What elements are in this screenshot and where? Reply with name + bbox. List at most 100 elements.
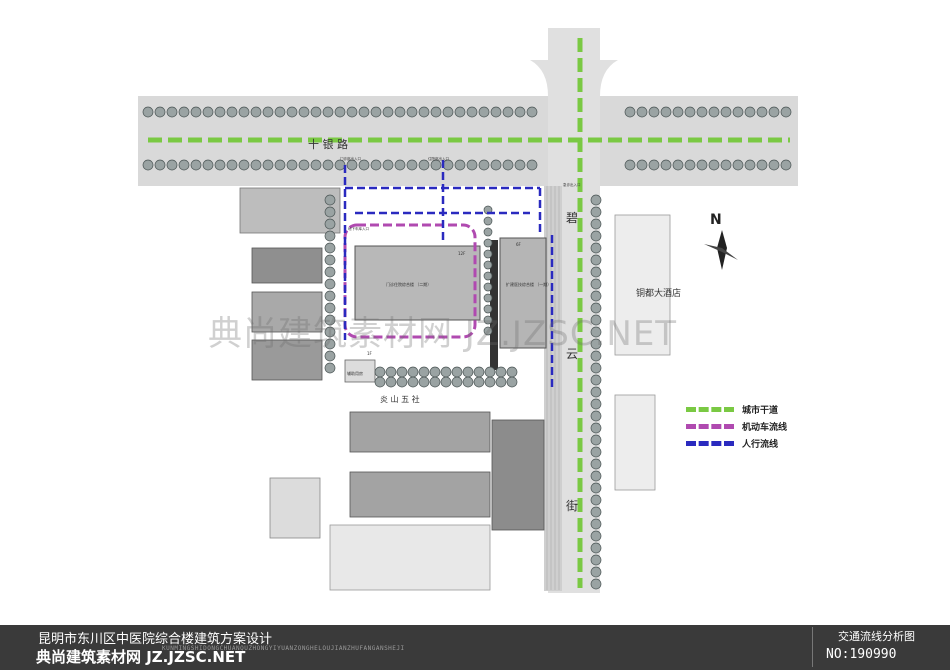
tree (590, 242, 602, 254)
tree (190, 159, 202, 171)
tree (502, 159, 514, 171)
entry-mid-label: 住院部出入口 (428, 156, 449, 161)
title-separator (812, 627, 813, 667)
aux-label: 辅助用房 (347, 370, 363, 376)
watermark: 典尚建筑素材网 JZ.JZSC.NET (208, 314, 678, 354)
drawing-title: 交通流线分析图 (838, 630, 915, 643)
tree (590, 494, 602, 506)
tree (385, 376, 397, 388)
tree (418, 376, 430, 388)
tree (590, 326, 602, 338)
tree (298, 159, 310, 171)
tree (454, 159, 466, 171)
tree (732, 159, 744, 171)
tree (418, 159, 430, 171)
tree (768, 106, 780, 118)
tree (466, 159, 478, 171)
tree (430, 159, 442, 171)
tree (286, 159, 298, 171)
tree (142, 159, 154, 171)
tree (358, 159, 370, 171)
site-plan: 十 银 路 碧 云 街 铜都大酒店 炎 山 五 社 N 辅助用房 12F 1F … (138, 28, 798, 593)
tree (142, 106, 154, 118)
tree (590, 434, 602, 446)
legend-label-pedestrian: 人行流线 (742, 439, 779, 450)
road-label-3: 街 (566, 499, 578, 513)
tree (154, 159, 166, 171)
tree (462, 376, 474, 388)
legend-label-vehicle: 机动车流线 (742, 422, 788, 433)
tree (483, 315, 493, 325)
tree (396, 366, 408, 378)
tree (590, 482, 602, 494)
tree (324, 338, 336, 350)
tree (324, 194, 336, 206)
tree (648, 106, 660, 118)
site-brand: 典尚建筑素材网 JZ.JZSC.NET (36, 648, 246, 666)
sidewalk-grid (546, 186, 560, 590)
tree (324, 326, 336, 338)
tree (590, 314, 602, 326)
tree (385, 366, 397, 378)
tree (672, 106, 684, 118)
tree (346, 106, 358, 118)
tree (324, 254, 336, 266)
tree (454, 106, 466, 118)
label-1f: 1F (367, 351, 373, 356)
tree (310, 159, 322, 171)
tree (324, 206, 336, 218)
tree (429, 376, 441, 388)
tree (226, 159, 238, 171)
tree (324, 314, 336, 326)
tree (334, 159, 346, 171)
tree (462, 366, 474, 378)
tree (324, 362, 336, 374)
tree (440, 366, 452, 378)
tree (526, 106, 538, 118)
tree (590, 350, 602, 362)
tree (590, 302, 602, 314)
tree (202, 106, 214, 118)
tree (346, 159, 358, 171)
tree (324, 278, 336, 290)
tree (483, 326, 493, 336)
tree (262, 159, 274, 171)
tree (382, 159, 394, 171)
tree (429, 366, 441, 378)
legend-label-arterial: 城市干道 (742, 405, 779, 416)
tree (590, 422, 602, 434)
tree (590, 386, 602, 398)
tree (672, 159, 684, 171)
tree (590, 410, 602, 422)
tree (590, 206, 602, 218)
tree (370, 106, 382, 118)
tree (324, 290, 336, 302)
tree (732, 106, 744, 118)
tree (324, 266, 336, 278)
tree (310, 106, 322, 118)
corridor (490, 240, 498, 370)
tree (780, 159, 792, 171)
hotel-label: 铜都大酒店 (636, 287, 681, 299)
legend-row-arterial: 城市干道 (686, 402, 806, 416)
tree (590, 530, 602, 542)
tree (720, 106, 732, 118)
tree (648, 159, 660, 171)
tree (374, 366, 386, 378)
tree (506, 366, 518, 378)
tree (484, 366, 496, 378)
tree (590, 218, 602, 230)
tree (274, 106, 286, 118)
tree (214, 159, 226, 171)
tree (590, 230, 602, 242)
tree (590, 542, 602, 554)
new-building-label: 扩建医技综合楼 （一期） (506, 281, 551, 287)
tree (495, 366, 507, 378)
tree (660, 106, 672, 118)
tree (406, 159, 418, 171)
tree (636, 159, 648, 171)
tree (358, 106, 370, 118)
legend-swatch-arterial (686, 406, 734, 412)
legend-row-vehicle: 机动车流线 (686, 419, 806, 433)
tree (418, 366, 430, 378)
